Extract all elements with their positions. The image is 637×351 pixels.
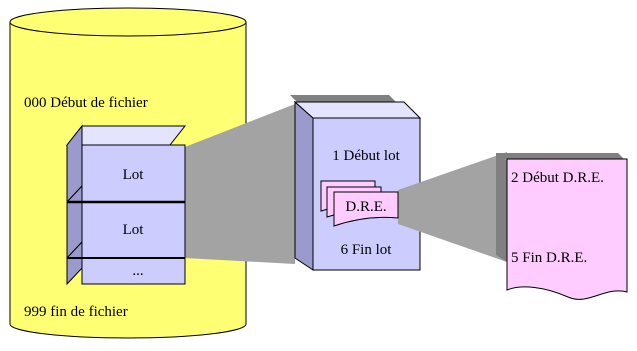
lot-block: Lot	[65, 124, 187, 204]
lot-block-stack: Lot Lot ...	[65, 124, 187, 286]
dre-start-label: 2 Début D.R.E.	[511, 170, 604, 186]
lot-block-label: Lot	[123, 167, 145, 183]
connector-file-to-lot	[185, 104, 295, 264]
dre-detail-shadow-side	[496, 153, 507, 262]
connector-lot-to-dre	[398, 152, 507, 262]
lot-block-top-face	[65, 125, 187, 146]
file-start-label: 000 Début de fichier	[24, 95, 148, 111]
lot-block: Lot	[66, 184, 186, 260]
dre-detail-page	[506, 158, 628, 300]
file-end-label: 999 fin de fichier	[24, 304, 128, 320]
dre-page-front	[333, 191, 399, 227]
lot-detail-top-face	[293, 101, 422, 119]
lot-block-front-face	[81, 144, 186, 203]
lot-start-label: 1 Début lot	[332, 148, 400, 164]
dre-detail-document: 2 Début D.R.E. 5 Fin D.R.E.	[496, 153, 628, 300]
lot-block-front-face	[81, 201, 186, 259]
lot-block-label: Lot	[123, 222, 145, 238]
dre-stack-label: D.R.E.	[345, 199, 386, 215]
cylinder-top	[9, 7, 247, 37]
dre-end-label: 5 Fin D.R.E.	[511, 250, 587, 266]
lot-detail-side-face	[294, 100, 314, 271]
lot-end-label: 6 Fin lot	[341, 242, 393, 258]
dre-document-stack: D.R.E.	[320, 180, 399, 227]
lot-block-label: ...	[132, 263, 143, 279]
dre-detail-shadow	[496, 153, 624, 159]
